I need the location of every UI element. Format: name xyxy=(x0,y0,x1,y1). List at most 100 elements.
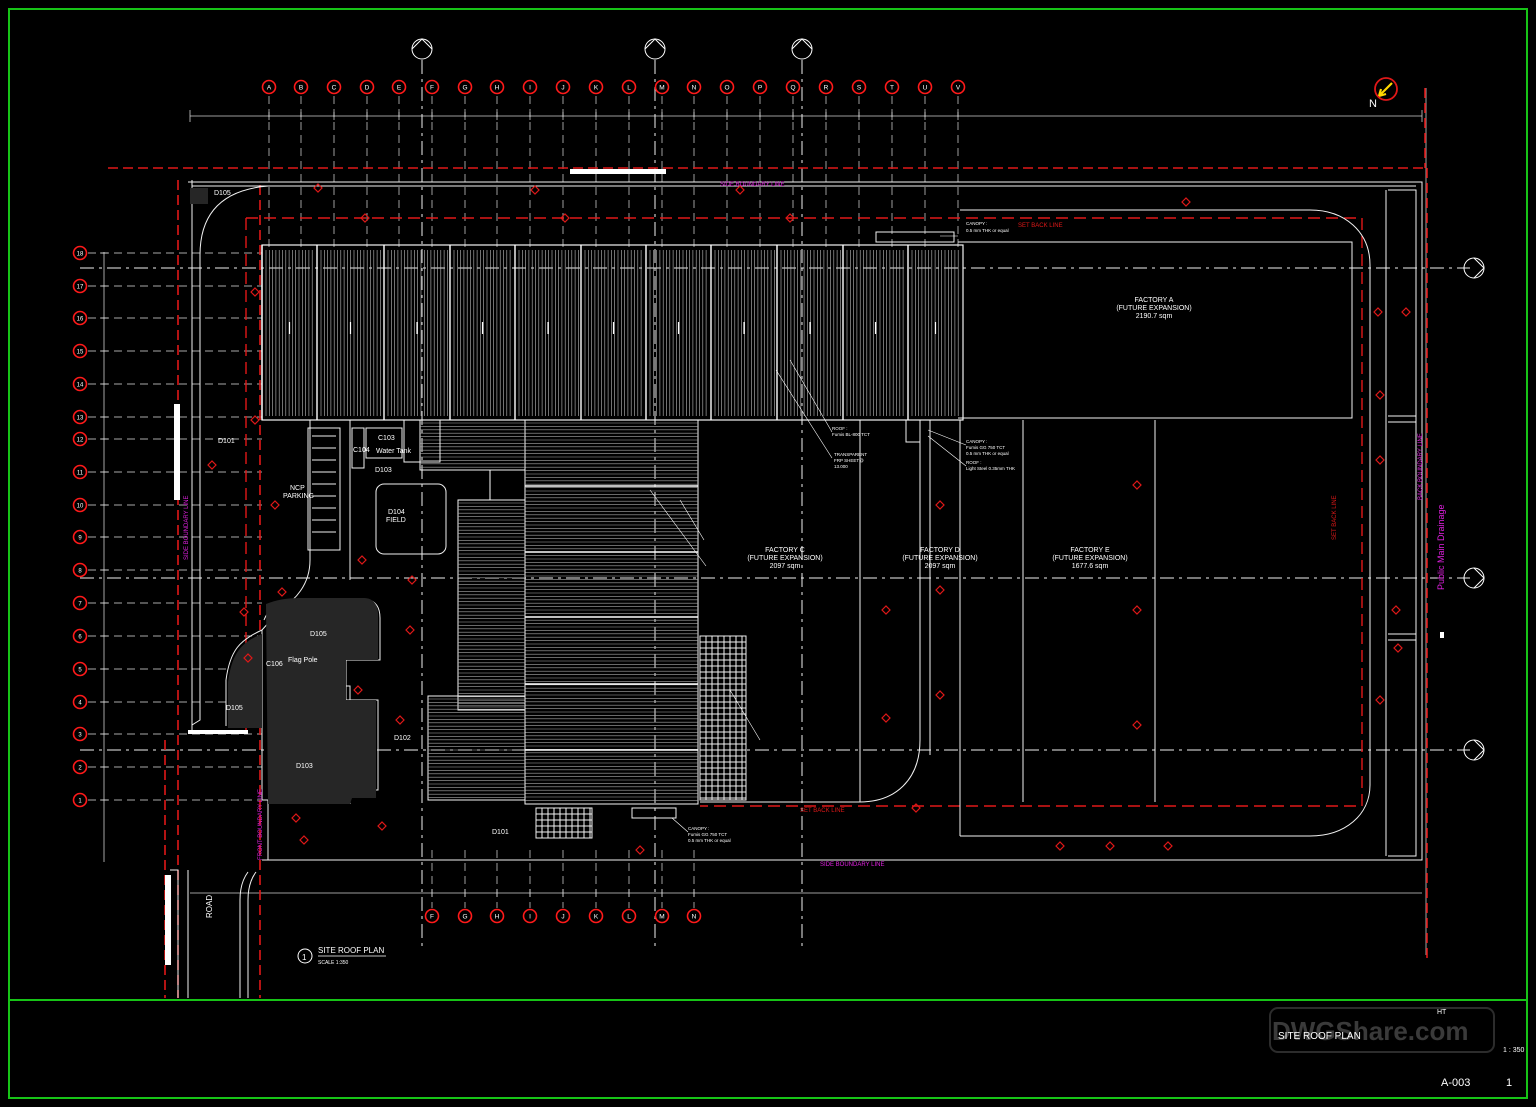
lower-roof-southwest-outline xyxy=(427,695,526,801)
canopy-bottom-spec: Fumis GG 750 TCT xyxy=(688,832,727,837)
roof-bay-ribs-4 xyxy=(518,250,579,416)
back-boundary-label: BACK BOUNDARY LINE xyxy=(1418,433,1424,500)
section-markers xyxy=(411,38,1485,761)
grid-label-a: A xyxy=(267,85,272,92)
factory-a-note: (FUTURE EXPANSION) xyxy=(1116,305,1191,312)
red-marker-31 xyxy=(1105,841,1115,851)
grid-label-r: R xyxy=(824,85,829,92)
red-marker-0 xyxy=(313,183,323,193)
grid-label-v: V xyxy=(956,85,961,92)
lower-roof-southwest-ribs xyxy=(428,698,525,798)
sheet-number: A-003 xyxy=(1441,1077,1470,1089)
factory-c-name: FACTORY C xyxy=(765,547,805,554)
red-marker-20 xyxy=(1375,695,1385,705)
grid-bubble-f xyxy=(424,79,440,95)
front-boundary-label: FRONT BOUNDARY LINE xyxy=(258,789,264,860)
grid-bubble-u xyxy=(917,79,933,95)
grid-bubble-row-11 xyxy=(72,464,88,480)
grid-label-row-5: 5 xyxy=(78,668,82,674)
grid-bubble-row-3 xyxy=(72,726,88,742)
roof-bay-ribs-9 xyxy=(846,250,904,416)
red-marker-17 xyxy=(881,605,891,615)
red-marker-7 xyxy=(250,287,260,297)
factory-a-area: 2190.7 sqm xyxy=(1136,313,1173,320)
red-marker-6 xyxy=(785,213,795,223)
leader-lines xyxy=(649,235,967,833)
red-marker-2 xyxy=(735,185,745,195)
sheet-frame xyxy=(8,8,1528,1099)
red-marker-39 xyxy=(353,685,363,695)
grid-label-c: C xyxy=(332,85,337,92)
ht-label: HT xyxy=(1437,1009,1447,1016)
roof-annotations: CANOPY : 0.5 mm THK or equal CANOPY : Fu… xyxy=(688,221,1015,843)
grid-bubble-b xyxy=(293,79,309,95)
lower-roof-main-ribs xyxy=(525,422,698,801)
roof-bay-ribs-1 xyxy=(320,250,381,416)
grid-label-m: M xyxy=(659,85,664,92)
grid-label-row-15: 15 xyxy=(77,350,84,356)
factory-d-name: FACTORY D xyxy=(920,547,960,554)
room-d104: D104 xyxy=(388,509,405,516)
scale-label: 1 : 350 xyxy=(1503,1047,1525,1054)
plan-title-text: SITE ROOF PLAN xyxy=(318,946,384,955)
red-marker-3 xyxy=(1181,197,1191,207)
grid-bubble-m xyxy=(654,79,670,95)
grid-label-row-11: 11 xyxy=(77,471,84,477)
grid-label-row-12: 12 xyxy=(77,438,84,444)
grid-bubble-row-16 xyxy=(72,310,88,326)
grid-bubble-row-1 xyxy=(72,792,88,808)
red-marker-26 xyxy=(407,575,417,585)
grid-bubble-o xyxy=(719,79,735,95)
plan-scale: SCALE 1:350 xyxy=(318,960,349,966)
grid-label-l: L xyxy=(627,85,631,92)
transparent-spec: FRP SHEET@ xyxy=(834,458,864,463)
room-d103-low: D103 xyxy=(296,763,313,770)
grid-label-row-9: 9 xyxy=(78,536,82,542)
roof-bay-ribs-10 xyxy=(911,250,959,416)
canopy-bottom-title: CANOPY : xyxy=(688,826,709,831)
red-marker-5 xyxy=(560,213,570,223)
red-marker-22 xyxy=(377,821,387,831)
grid-label-u: U xyxy=(923,85,928,92)
sheet-title: SITE ROOF PLAN xyxy=(1278,1031,1361,1042)
red-marker-35 xyxy=(1375,390,1385,400)
red-marker-37 xyxy=(1391,605,1401,615)
set-back-top-label: SET BACK LINE xyxy=(1018,223,1063,229)
grid-bubble-row-13 xyxy=(72,409,88,425)
transparent-level: 13.000 xyxy=(834,464,848,469)
red-marker-32 xyxy=(1163,841,1173,851)
grid-bubble-n xyxy=(686,79,702,95)
grid-bubble-bottom-h xyxy=(489,908,505,924)
roof-main-spec: Fumis BL-800 TCT xyxy=(832,432,870,437)
room-parking: PARKING xyxy=(283,493,314,500)
vertical-grid-lines xyxy=(268,96,959,908)
canopy-bottom-thk: 0.5 mm THK or equal xyxy=(688,838,731,843)
room-d105-mid: D105 xyxy=(310,631,327,638)
grid-label-row-6: 6 xyxy=(78,635,82,641)
lower-roof-north-outline xyxy=(419,419,526,471)
grid-label-i: I xyxy=(529,85,531,92)
roof-light-spec: Light Steel 0.35mm THK xyxy=(966,466,1015,471)
grid-label-bottom-n: N xyxy=(692,914,697,921)
grid-bubble-j xyxy=(555,79,571,95)
grid-label-bottom-i: I xyxy=(529,914,531,921)
roof-main-title: ROOF : xyxy=(832,426,848,431)
room-d101-left: D101 xyxy=(218,438,235,445)
canopy-mid-title: CANOPY : xyxy=(966,439,987,444)
red-marker-38 xyxy=(395,715,405,725)
boundary-bars xyxy=(165,169,1444,965)
grid-bubble-row-4 xyxy=(72,694,88,710)
grid-label-row-17: 17 xyxy=(77,285,84,291)
factory-d-area: 2097 sqm xyxy=(925,563,956,570)
grid-bubble-row-8 xyxy=(72,562,88,578)
factory-a-name: FACTORY A xyxy=(1135,297,1174,304)
grid-label-n: N xyxy=(692,85,697,92)
red-marker-11 xyxy=(935,500,945,510)
site-roads xyxy=(170,180,1423,998)
grid-label-bottom-f: F xyxy=(430,914,434,921)
factory-e-name: FACTORY E xyxy=(1070,547,1110,554)
grid-bubble-d xyxy=(359,79,375,95)
